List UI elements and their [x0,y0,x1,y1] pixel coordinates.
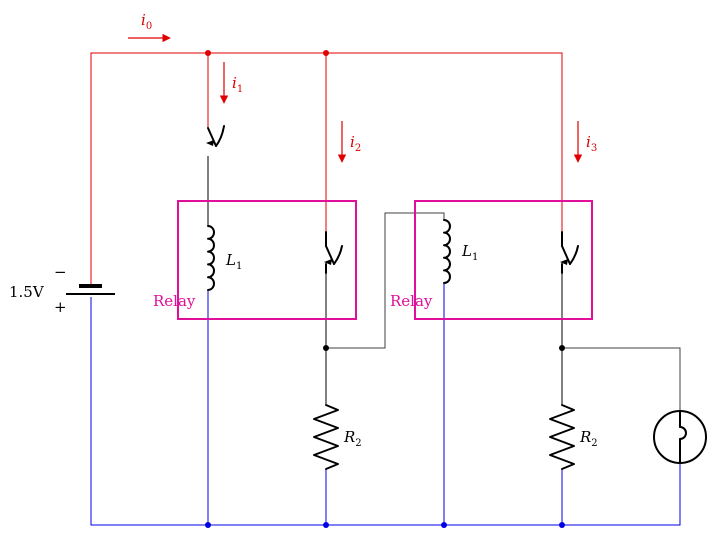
coil-right-label: L1 [461,242,478,263]
switch-icon [206,125,225,147]
relay-box-right [414,200,593,320]
signal-wires [207,156,681,412]
lamp-icon [653,410,707,464]
battery: 1.5V − + [9,263,115,316]
relay-switch-right-icon [560,231,579,274]
current-i3-label: i3 [586,133,597,154]
return-wires [90,283,681,528]
current-i0-label: i0 [141,11,152,32]
current-i1-label: i1 [232,74,243,95]
battery-plus-label: + [54,298,67,316]
coil-left-label: L1 [225,251,242,272]
battery-minus-label: − [54,263,67,281]
supply-wires [90,50,563,285]
current-arrows [128,33,583,163]
resistor-left-label: R2 [343,428,362,449]
resistor-right-label: R2 [579,428,598,449]
coil-right-icon [443,219,451,284]
coil-left-icon [207,225,215,291]
relay-switch-left-icon [324,231,343,274]
resistor-right-icon [549,404,575,470]
relay-box-left [177,200,357,320]
battery-voltage-label: 1.5V [9,283,45,301]
relay-right-label: Relay [390,292,433,310]
current-i2-label: i2 [350,133,361,154]
resistor-left-icon [313,404,339,470]
relay-left-label: Relay [153,292,196,310]
